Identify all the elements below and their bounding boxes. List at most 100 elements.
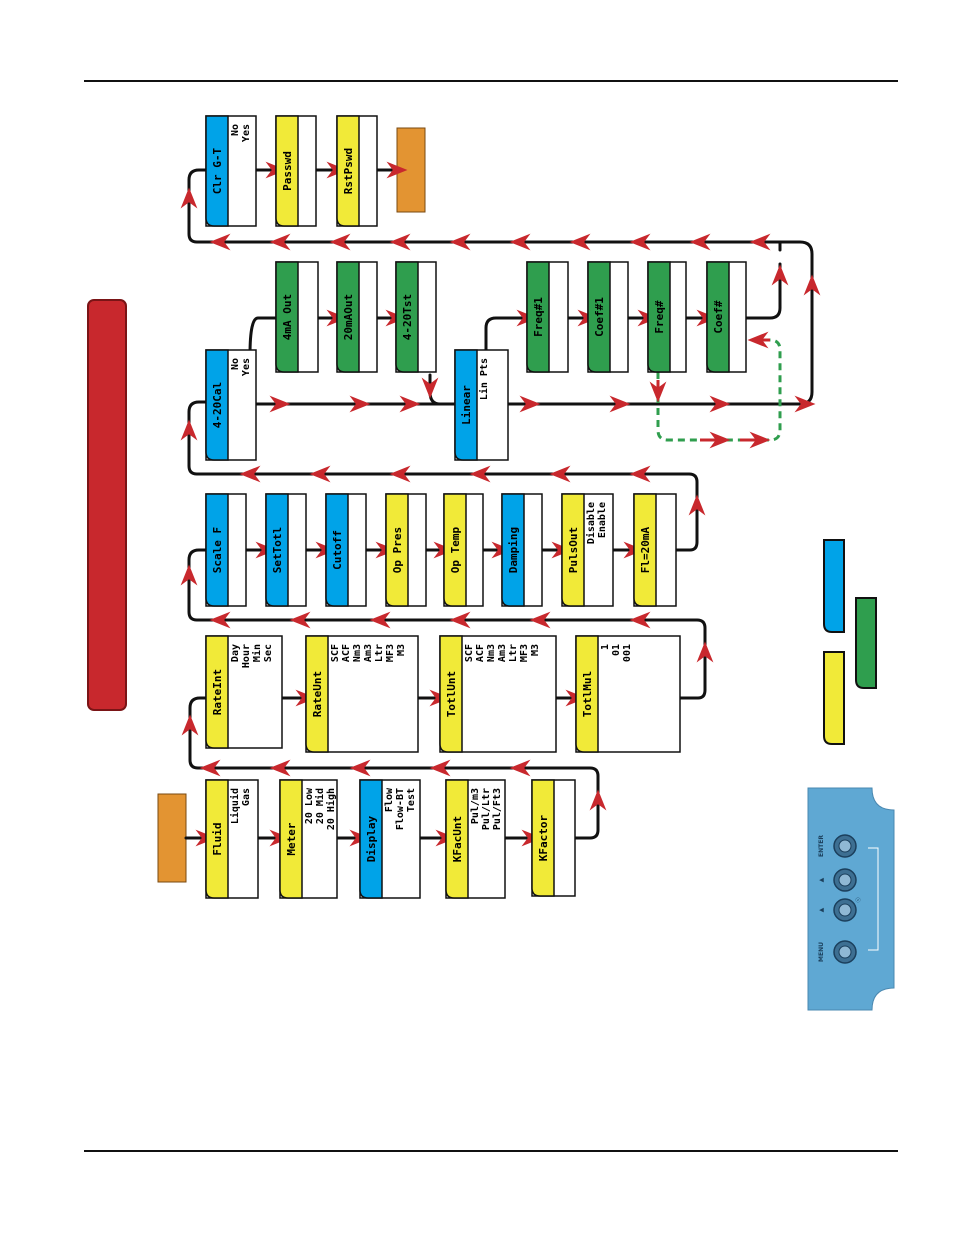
menu-box-title: KFacUnt xyxy=(451,816,464,862)
menu-box-tab xyxy=(336,115,360,227)
menu-box-tab xyxy=(385,493,409,607)
end-block xyxy=(396,127,426,213)
legend-blue-tab xyxy=(823,539,845,633)
menu-box-option: Pul/Ft3 xyxy=(492,788,503,830)
menu-box-title: 4-20Cal xyxy=(211,382,224,428)
menu-box-tab xyxy=(265,493,289,607)
menu-box-title: Cutoff xyxy=(331,530,344,570)
top-rule xyxy=(84,80,898,82)
menu-box-title: PulsOut xyxy=(567,527,580,573)
menu-box-tab xyxy=(706,261,730,373)
menu-box-tab xyxy=(587,261,611,373)
bottom-rule xyxy=(84,1150,898,1152)
menu-box-tab xyxy=(305,635,329,753)
menu-box-title: Fl=20mA xyxy=(639,526,652,573)
menu-box-tst420: 4-20Tst xyxy=(395,261,437,373)
menu-box-freqn: Freq# xyxy=(647,261,687,373)
menu-box-option: Ltr xyxy=(508,644,519,662)
menu-box-damping: Damping xyxy=(501,493,543,607)
menu-box-tab xyxy=(454,349,478,461)
menu-box-opres: Op Pres xyxy=(385,493,427,607)
menu-box-title: 4mA Out xyxy=(281,294,294,340)
menu-box-tab xyxy=(647,261,671,373)
menu-box-kfactor: KFactor xyxy=(531,779,576,897)
menu-box-option: Am3 xyxy=(363,644,374,662)
keypad-button-center[interactable] xyxy=(838,873,852,887)
keypad-panel: MENU▲▲ENTER ⓢ xyxy=(807,787,895,1011)
menu-box-option: SCF xyxy=(330,644,341,662)
keypad-button-center[interactable] xyxy=(838,839,852,853)
keypad-caption-1: ⓢ xyxy=(855,897,862,902)
menu-box-option: 20 High xyxy=(325,788,337,830)
menu-box-tab xyxy=(395,261,419,373)
menu-box-title: Damping xyxy=(507,527,520,573)
menu-box-title: Scale F xyxy=(211,527,224,573)
flow-lines xyxy=(180,161,821,847)
menu-box-title: SetTotl xyxy=(271,527,284,573)
menu-box-option: Nm3 xyxy=(352,644,363,662)
menu-box-option: Yes xyxy=(241,124,252,142)
menu-box-tab xyxy=(501,493,525,607)
menu-box-tab xyxy=(359,779,383,899)
menu-box-option: Liquid xyxy=(229,788,241,824)
menu-box-fl20ma: Fl=20mA xyxy=(633,493,677,607)
keypad-label: ENTER xyxy=(818,835,825,857)
menu-box-tab xyxy=(205,779,229,899)
menu-box-title: Passwd xyxy=(281,151,294,191)
menu-box-title: KFactor xyxy=(537,814,550,861)
menu-box-tab xyxy=(633,493,657,607)
menu-box-title: RateInt xyxy=(211,669,224,715)
menu-box-tab xyxy=(575,635,599,753)
legend xyxy=(823,539,877,745)
menu-box-title: Clr G-T xyxy=(211,147,224,194)
menu-box-option: Am3 xyxy=(497,644,508,662)
menu-box-option: MF3 xyxy=(519,644,530,662)
menu-box-option: Pul/Ltr xyxy=(481,788,492,830)
menu-box-out20ma: 20mAOut xyxy=(336,261,378,373)
menu-box-rstpswd: RstPswd xyxy=(336,115,378,227)
menu-box-option: MF3 xyxy=(385,644,396,662)
menu-box-option: No xyxy=(230,124,241,136)
repeat-loop xyxy=(656,338,782,442)
menu-box-option: 001 xyxy=(622,644,633,662)
menu-box-option: 20 Mid xyxy=(314,788,326,824)
menu-box-tab xyxy=(561,493,585,607)
menu-box-tab xyxy=(531,779,555,897)
menu-box-tab xyxy=(205,115,229,227)
menu-box-option: SCF xyxy=(464,644,475,662)
keypad-button-center[interactable] xyxy=(838,903,852,917)
menu-box-option: Gas xyxy=(241,788,252,806)
menu-box-cutoff: Cutoff xyxy=(325,493,367,607)
menu-box-tab xyxy=(205,493,229,607)
menu-box-title: Coef# xyxy=(712,300,725,333)
menu-box-title: 20mAOut xyxy=(342,294,355,340)
menu-box-option: Enable xyxy=(597,502,608,538)
menu-box-title: RateUnt xyxy=(311,671,324,717)
keypad-button-center[interactable] xyxy=(838,945,852,959)
menu-box-option: ACF xyxy=(341,644,352,662)
menu-box-title: Coef#1 xyxy=(593,297,606,337)
menu-box-option: No xyxy=(230,358,241,370)
menu-box-scalef: Scale F xyxy=(205,493,247,607)
menu-box-option: M3 xyxy=(396,644,407,656)
menu-box-option: ACF xyxy=(475,644,486,662)
menu-box-option: Test xyxy=(406,788,417,812)
menu-box-option: Pul/m3 xyxy=(470,788,481,824)
keypad-label: ▲ xyxy=(818,907,825,912)
menu-box-option: Nm3 xyxy=(486,644,497,662)
keypad-label: ▲ xyxy=(818,877,825,882)
red-title-bar xyxy=(87,299,127,711)
menu-box-option: 1 xyxy=(600,644,611,650)
menu-box-tab xyxy=(445,779,469,899)
menu-box-otemp: Op Temp xyxy=(443,493,484,607)
menu-box-tab xyxy=(443,493,467,607)
